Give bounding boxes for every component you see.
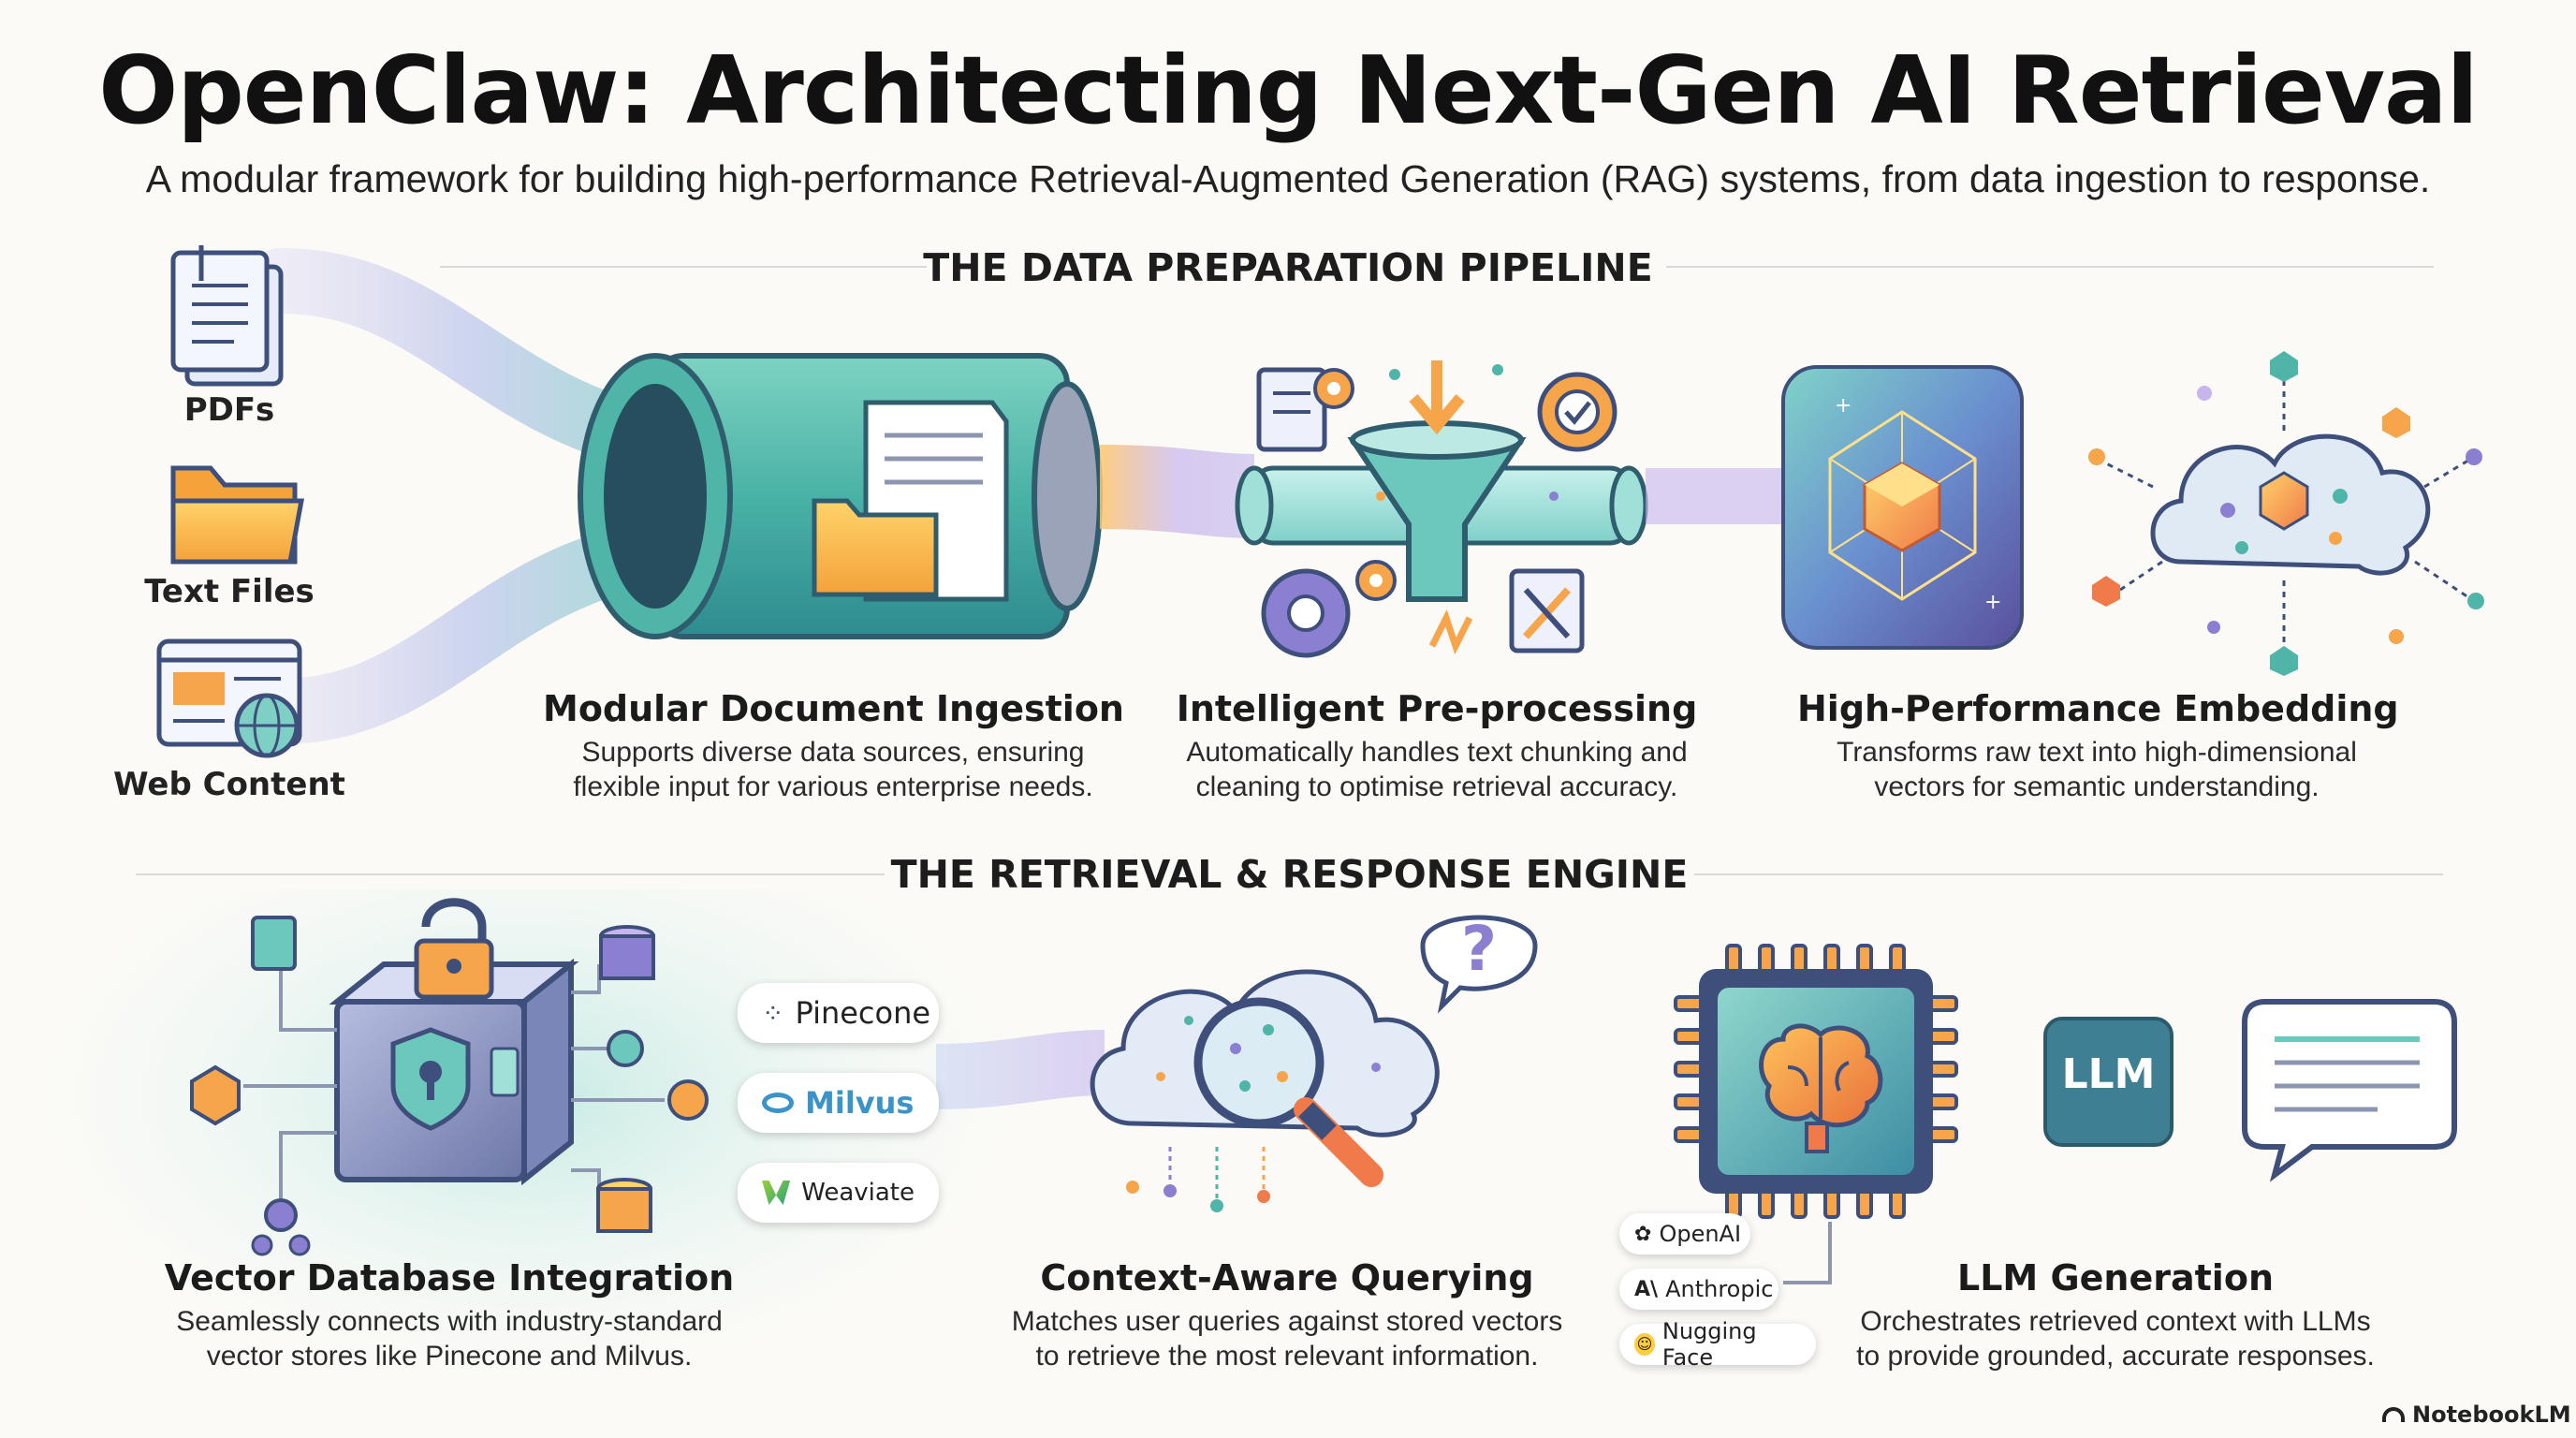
vector-store-milvus: Milvus (738, 1073, 939, 1133)
question-mark: ? (1460, 913, 1498, 985)
vector-store-weaviate: Weaviate (738, 1163, 939, 1223)
ingestion-cylinder-icon (578, 353, 1103, 639)
section-heading-preparation: THE DATA PREPARATION PIPELINE (923, 245, 1653, 290)
card-title-llm: LLM Generation (1957, 1257, 2274, 1299)
divider (440, 266, 927, 268)
question-bubble-icon (1420, 915, 1538, 1014)
llm-badge-icon (2043, 1017, 2174, 1147)
embedding-cube-icon: + + (1781, 365, 2024, 650)
section-heading-retrieval: THE RETRIEVAL & RESPONSE ENGINE (890, 852, 1689, 897)
card-desc-querying: Matches user queries against stored vect… (1011, 1306, 1563, 1372)
llm-badge-label: LLM (2061, 1050, 2156, 1098)
document-gear-icon (1256, 367, 1354, 452)
provider-openai: ✿ OpenAI (1619, 1213, 1750, 1255)
card-title-embedding: High-Performance Embedding (1797, 688, 2399, 729)
svg-text:+: + (1835, 394, 1852, 418)
response-bubble-icon (2242, 999, 2457, 1182)
card-desc-llm: Orchestrates retrieved context with LLMs… (1856, 1306, 2375, 1372)
folder-icon (170, 465, 305, 565)
weaviate-icon (762, 1181, 791, 1205)
pipeline-illustration: + + (156, 245, 2484, 758)
provider-anthropic: A\ Anthropic (1619, 1269, 1778, 1310)
card-title-vector-db: Vector Database Integration (164, 1257, 735, 1299)
gear-check-icon (1537, 372, 1617, 452)
card-title-preprocessing: Intelligent Pre-processing (1176, 688, 1698, 729)
card-desc-preprocessing: Automatically handles text chunking and … (1186, 737, 1688, 802)
database-connections (190, 916, 709, 1256)
notebooklm-icon (2382, 1407, 2405, 1422)
page-title: OpenClaw: Architecting Next-Gen AI Retri… (98, 36, 2479, 145)
pdf-icon (170, 245, 284, 387)
source-label-web-content: Web Content (113, 766, 345, 803)
pinecone-icon: ⁘ (762, 997, 784, 1029)
divider (136, 873, 885, 875)
page-subtitle: A modular framework for building high-pe… (145, 157, 2431, 200)
openai-icon: ✿ (1634, 1222, 1652, 1246)
query-cloud-icon (1090, 969, 1440, 1212)
watermark: NotebookLM (2382, 1401, 2571, 1428)
vector-store-pinecone: ⁘ Pinecone (738, 983, 939, 1043)
card-desc-ingestion: Supports diverse data sources, ensuring … (573, 737, 1093, 802)
source-label-pdfs: PDFs (183, 391, 275, 429)
divider (1694, 873, 2443, 875)
vector-database-safe-icon (329, 898, 579, 1186)
anthropic-icon: A\ (1634, 1277, 1659, 1301)
hugging-face-icon: ☺ (1634, 1333, 1655, 1356)
milvus-icon (762, 1093, 794, 1113)
tools-document-icon (1428, 568, 1585, 655)
provider-hugging-face: ☺ Nugging Face (1619, 1318, 1816, 1371)
preprocessing-funnel-icon (1235, 360, 1648, 602)
svg-text:+: + (1984, 591, 2001, 614)
gear-icon (1261, 560, 1397, 658)
vector-cloud-icon (2088, 351, 2484, 676)
card-title-querying: Context-Aware Querying (1040, 1257, 1534, 1299)
source-label-text-files: Text Files (144, 573, 315, 610)
card-desc-embedding: Transforms raw text into high-dimensiona… (1837, 737, 2357, 802)
card-desc-vector-db: Seamlessly connects with industry-standa… (176, 1306, 723, 1372)
web-browser-icon (156, 638, 302, 758)
card-title-ingestion: Modular Document Ingestion (543, 688, 1124, 729)
llm-chip-icon (1674, 944, 1958, 1219)
divider (1666, 266, 2434, 268)
